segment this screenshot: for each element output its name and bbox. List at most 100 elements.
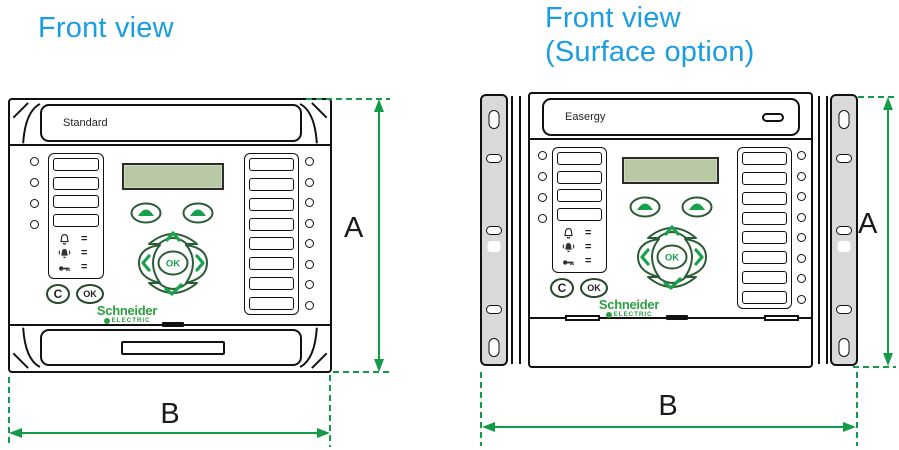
indicator-row: = xyxy=(562,240,602,254)
led-indicator xyxy=(538,214,547,223)
dim-extension-line xyxy=(480,372,483,446)
dim-extension-line xyxy=(853,366,896,369)
side-rail xyxy=(511,96,513,364)
trip-bell-icon xyxy=(562,242,575,252)
left-label-box: = = = xyxy=(48,153,104,279)
device-body: Easergy = = = xyxy=(528,92,813,368)
nav-ok-button xyxy=(157,250,189,276)
label-slot xyxy=(557,170,602,184)
label-slot xyxy=(742,231,787,245)
indicator-row: = xyxy=(562,254,602,268)
navigation-keypad: OK xyxy=(130,202,214,296)
left-led-column xyxy=(538,151,547,223)
led-indicator xyxy=(797,294,806,304)
clear-button: C xyxy=(46,284,70,304)
service-key-icon xyxy=(563,259,574,265)
width-dimension-label: B xyxy=(160,398,180,430)
led-indicator xyxy=(305,259,314,269)
top-strip-divider xyxy=(10,144,330,146)
brand-logo: Schneider Electric xyxy=(72,304,182,325)
side-rail xyxy=(519,96,521,364)
brand-sub: Electric xyxy=(72,317,182,325)
side-rail xyxy=(818,96,820,364)
label-slot xyxy=(53,158,99,171)
led-indicator xyxy=(797,253,806,263)
right-slot-column xyxy=(742,152,787,304)
indicator-legend: = = = xyxy=(58,232,99,274)
right-led-column xyxy=(797,151,806,304)
mounting-hole xyxy=(836,305,852,314)
left-led-column xyxy=(30,157,39,229)
height-dimension-arrow xyxy=(882,97,894,366)
flange-notch xyxy=(487,241,501,252)
label-slot xyxy=(742,211,787,225)
mounting-hole xyxy=(486,305,502,314)
mounting-hole xyxy=(836,226,852,235)
right-view-title-line1: Front view xyxy=(545,2,681,34)
height-dimension-label: A xyxy=(344,212,364,244)
label-slot xyxy=(249,158,294,171)
left-view-title: Front view xyxy=(38,12,174,44)
right-view-title-line2: (Surface option) xyxy=(545,36,755,68)
width-dimension-arrow xyxy=(9,427,330,439)
right-slot-column xyxy=(249,158,294,310)
label-slot xyxy=(53,195,99,209)
led-indicator xyxy=(30,220,39,229)
led-indicator xyxy=(305,198,314,208)
arc-up-icon xyxy=(689,203,705,210)
mounting-hole xyxy=(486,154,502,163)
latch-tab xyxy=(666,315,688,320)
led-indicator xyxy=(797,151,806,160)
bottom-cover-window xyxy=(40,329,302,366)
chevron-up-icon xyxy=(664,225,680,236)
nav-down-button xyxy=(647,276,697,288)
left-slot-column xyxy=(53,158,99,227)
chevron-left-icon xyxy=(640,248,650,266)
label-slot xyxy=(53,176,99,190)
mounting-hole xyxy=(838,110,850,129)
navigation-keypad: OK xyxy=(629,196,713,290)
dim-extension-line xyxy=(306,98,390,101)
brand-dot-icon xyxy=(605,312,612,319)
led-indicator xyxy=(797,171,806,181)
brand-name: Schneider xyxy=(598,297,660,312)
nav-up-button xyxy=(647,227,697,239)
indicator-row: = xyxy=(562,226,602,240)
led-indicator xyxy=(30,178,39,187)
device-name-label: Easergy xyxy=(565,111,606,123)
equals-sign: = xyxy=(81,246,88,259)
device-name-label: Standard xyxy=(63,117,108,129)
brand-name: Schneider xyxy=(96,303,158,318)
right-mounting-flange xyxy=(830,94,858,366)
flange-notch xyxy=(837,241,851,252)
bottom-tab xyxy=(764,315,799,321)
equals-sign: = xyxy=(585,240,592,253)
led-indicator xyxy=(538,172,547,181)
dim-extension-line xyxy=(858,96,896,99)
mounting-hole xyxy=(488,110,500,129)
bottom-tab xyxy=(565,315,600,321)
check-icon xyxy=(164,283,183,296)
led-indicator xyxy=(305,177,314,187)
label-slot xyxy=(557,189,602,203)
standard-device-drawing: Standard = = = C OK xyxy=(8,98,332,373)
latch-tab xyxy=(162,322,184,327)
label-slot xyxy=(742,171,787,185)
brand-logo: Schneider Electric xyxy=(574,298,684,319)
name-label-window: Easergy xyxy=(542,98,800,136)
alarm-bell-icon xyxy=(60,233,69,245)
arc-up-icon xyxy=(637,203,653,210)
width-dimension-label: B xyxy=(658,390,678,422)
equals-sign: = xyxy=(585,254,592,267)
check-icon xyxy=(663,277,682,290)
indicator-row: = xyxy=(58,246,99,260)
dim-extension-line xyxy=(333,371,390,374)
alarm-bell-icon xyxy=(564,227,573,239)
dim-extension-line xyxy=(856,372,859,446)
left-slot-column xyxy=(557,152,602,221)
led-indicator xyxy=(30,157,39,166)
service-key-icon xyxy=(59,265,70,271)
height-dimension-arrow xyxy=(373,99,385,372)
led-indicator xyxy=(305,280,314,290)
